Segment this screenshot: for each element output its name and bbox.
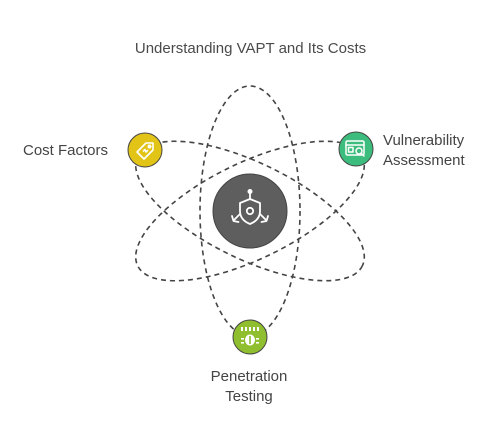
node-cost-factors	[127, 132, 163, 168]
label-line: Cost Factors	[23, 142, 109, 159]
node-vulnerability-assessment	[338, 131, 374, 167]
dashboard-scan-icon	[345, 140, 365, 157]
node-penetration-testing-label: Penetration Testing	[186, 367, 312, 407]
orbit-tilted-right	[134, 140, 366, 282]
label-line: Assessment	[383, 152, 465, 169]
binary-bug-icon	[241, 327, 259, 346]
price-tag-icon	[136, 142, 154, 160]
node-cost-factors-label: Cost Factors	[23, 141, 108, 160]
node-vulnerability-assessment-label: Vulnerability Assessment	[383, 131, 465, 171]
node-penetration-testing	[232, 319, 268, 355]
label-line: Penetration	[210, 368, 288, 385]
center-hub	[212, 173, 288, 249]
orbit-vertical	[199, 85, 301, 337]
diagram-title: Understanding VAPT and Its Costs	[134, 40, 367, 57]
label-line: Testing	[225, 388, 273, 405]
label-line: Vulnerability	[383, 132, 465, 149]
center-circle	[212, 173, 288, 249]
shield-network-icon	[231, 188, 269, 225]
